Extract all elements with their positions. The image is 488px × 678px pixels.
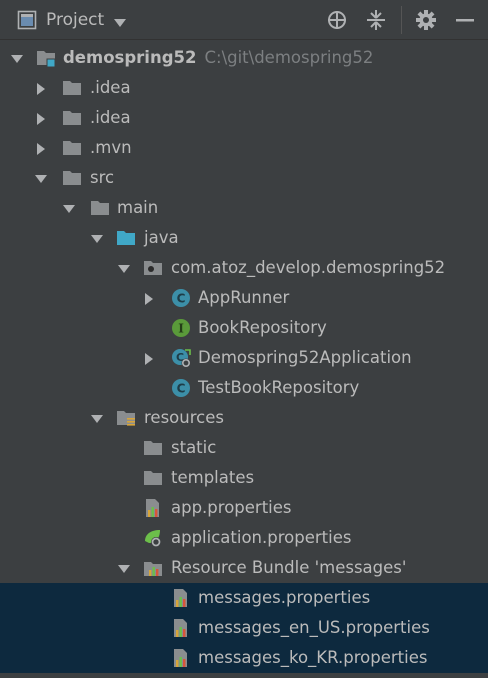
resource-bundle-icon — [143, 558, 163, 578]
toolbar-separator — [401, 6, 402, 34]
tree-item-label: templates — [171, 468, 255, 487]
tree-row-java[interactable]: java — [0, 223, 488, 253]
tree-row-messages-properties[interactable]: messages.properties — [0, 583, 488, 613]
folder-icon — [62, 108, 82, 128]
hide-panel-icon[interactable] — [453, 8, 477, 32]
tree-item-label: messages_en_US.properties — [198, 618, 430, 637]
project-toolbar: Project — [0, 0, 488, 40]
tree-item-label: Resource Bundle 'messages' — [171, 558, 407, 577]
tree-item-label: .mvn — [90, 138, 132, 157]
tree-row-messages-ko-kr-properties[interactable]: messages_ko_KR.properties — [0, 643, 488, 673]
expanded-arrow-icon[interactable] — [90, 411, 104, 425]
tree-item-label: main — [117, 198, 159, 217]
tree-item-label: .idea — [90, 78, 131, 97]
collapsed-arrow-icon[interactable] — [142, 351, 156, 365]
expanded-arrow-icon[interactable] — [34, 171, 48, 185]
tree-root-label: demospring52 C:\git\demospring52 — [63, 47, 373, 69]
root-name: demospring52 — [63, 48, 197, 67]
tree-row-static[interactable]: static — [0, 433, 488, 463]
tree-row-apprunner[interactable]: C AppRunner — [0, 283, 488, 313]
tree-item-label: Demospring52Application — [198, 348, 412, 367]
folder-icon — [90, 198, 110, 218]
folder-icon — [62, 78, 82, 98]
interface-icon: I — [171, 318, 191, 338]
folder-icon — [62, 168, 82, 188]
expanded-arrow-icon[interactable] — [117, 561, 131, 575]
tree-item-label: messages_ko_KR.properties — [198, 648, 428, 667]
tree-row-templates[interactable]: templates — [0, 463, 488, 493]
tree-row-mvn[interactable]: .mvn — [0, 133, 488, 163]
tree-item-label: TestBookRepository — [198, 378, 360, 397]
locate-target-icon[interactable] — [325, 8, 349, 32]
tree-row-root[interactable]: demospring52 C:\git\demospring52 — [0, 43, 488, 73]
module-folder-icon — [36, 48, 56, 68]
spring-boot-class-icon: C — [171, 348, 191, 368]
tree-item-label: application.properties — [171, 528, 352, 547]
expanded-arrow-icon[interactable] — [62, 201, 76, 215]
collapsed-arrow-icon[interactable] — [34, 111, 48, 125]
tree-row-bookrepository[interactable]: I BookRepository — [0, 313, 488, 343]
tree-item-label: java — [144, 228, 179, 247]
collapsed-arrow-icon[interactable] — [34, 81, 48, 95]
panel-bottom-edge — [0, 675, 488, 678]
svg-text:C: C — [176, 351, 184, 364]
tree-item-label: messages.properties — [198, 588, 371, 607]
spring-properties-icon — [143, 528, 163, 548]
tree-row-package[interactable]: com.atoz_develop.demospring52 — [0, 253, 488, 283]
expanded-arrow-icon[interactable] — [117, 261, 131, 275]
view-selector-label[interactable]: Project — [46, 10, 105, 30]
tree-row-testbookrepository[interactable]: C TestBookRepository — [0, 373, 488, 403]
tree-item-label: com.atoz_develop.demospring52 — [171, 258, 446, 277]
collapse-all-icon[interactable] — [364, 8, 388, 32]
tree-row-idea[interactable]: .idea — [0, 73, 488, 103]
tree-item-label: app.properties — [171, 498, 292, 517]
collapsed-arrow-icon[interactable] — [142, 291, 156, 305]
tree-item-label: .idea — [90, 108, 131, 127]
tree-item-label: resources — [144, 408, 224, 427]
tree-item-label: AppRunner — [198, 288, 290, 307]
folder-icon — [143, 438, 163, 458]
package-icon — [143, 258, 163, 278]
svg-text:I: I — [178, 322, 184, 336]
properties-file-icon — [171, 588, 191, 608]
tree-row-src[interactable]: src — [0, 163, 488, 193]
tree-row-idea-2[interactable]: .idea — [0, 103, 488, 133]
folder-icon — [62, 138, 82, 158]
tree-row-application-properties[interactable]: application.properties — [0, 523, 488, 553]
tree-row-resource-bundle[interactable]: Resource Bundle 'messages' — [0, 553, 488, 583]
svg-text:C: C — [177, 292, 186, 306]
properties-file-icon — [143, 498, 163, 518]
resources-folder-icon — [116, 408, 136, 428]
expanded-arrow-icon[interactable] — [90, 231, 104, 245]
source-folder-icon — [116, 228, 136, 248]
collapsed-arrow-icon[interactable] — [34, 141, 48, 155]
expanded-arrow-icon[interactable] — [10, 51, 24, 65]
tree-item-label: BookRepository — [198, 318, 327, 337]
tree-row-app-properties[interactable]: app.properties — [0, 493, 488, 523]
tree-row-demospring52application[interactable]: C Demospring52Application — [0, 343, 488, 373]
tree-row-main[interactable]: main — [0, 193, 488, 223]
root-path: C:\git\demospring52 — [204, 48, 374, 67]
project-panel-icon — [17, 10, 37, 34]
properties-file-icon — [171, 618, 191, 638]
chevron-down-icon[interactable] — [113, 13, 127, 32]
tree-item-label: static — [171, 438, 217, 457]
class-icon: C — [171, 378, 191, 398]
gear-icon[interactable] — [414, 8, 438, 32]
tree-row-messages-en-us-properties[interactable]: messages_en_US.properties — [0, 613, 488, 643]
svg-text:C: C — [177, 382, 186, 396]
class-icon: C — [171, 288, 191, 308]
properties-file-icon — [171, 648, 191, 668]
tree-item-label: src — [90, 168, 115, 187]
tree-row-resources[interactable]: resources — [0, 403, 488, 433]
folder-icon — [143, 468, 163, 488]
